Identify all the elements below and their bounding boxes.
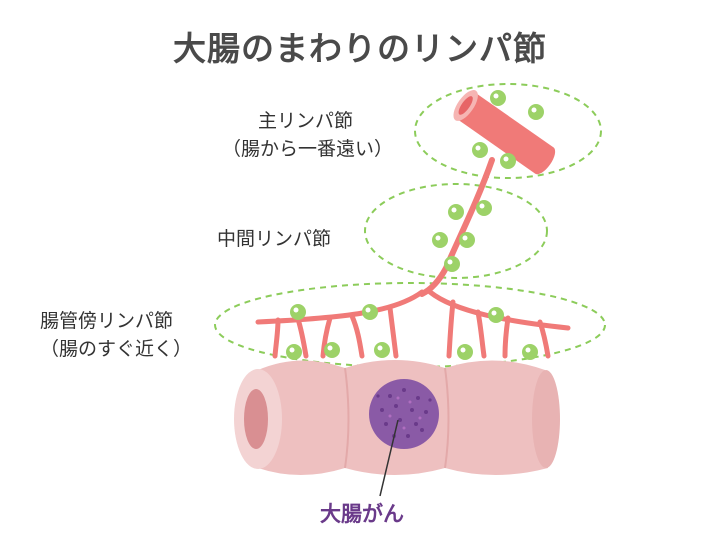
colon-right-end <box>532 370 560 468</box>
lymph-node <box>286 344 302 360</box>
cancer-pointer-line <box>379 419 399 497</box>
lymph-node <box>432 232 448 248</box>
page-title: 大腸のまわりのリンパ節 <box>173 29 547 68</box>
colon-lumen <box>244 389 268 449</box>
main-node-region <box>414 83 602 179</box>
lymph-node <box>444 256 460 272</box>
pericolic-node-label: 腸管傍リンパ節 <box>40 310 174 332</box>
lymph-node <box>459 232 475 248</box>
pericolic-lymph-nodes <box>286 304 538 360</box>
lymph-node <box>500 153 516 169</box>
lymph-node <box>374 342 390 358</box>
pericolic-node-region <box>214 282 606 368</box>
main-node-label: 主リンパ節 <box>258 110 354 132</box>
trunk-vessel <box>419 157 495 297</box>
lymph-node <box>324 342 340 358</box>
arcade-vessels <box>255 289 571 359</box>
colon-fold <box>444 367 450 469</box>
lymph-node <box>522 344 538 360</box>
lymph-node <box>472 142 488 158</box>
intermediate-lymph-nodes <box>432 200 492 272</box>
lymph-node <box>488 307 504 323</box>
main-node-note: （腸から一番遠い） <box>222 138 394 160</box>
lymph-node <box>448 204 464 220</box>
pericolic-node-note: （腸のすぐ近く） <box>40 338 193 360</box>
intermediate-node-region <box>364 183 548 279</box>
lymph-node <box>290 304 306 320</box>
lymph-node <box>362 304 378 320</box>
lymph-node <box>476 200 492 216</box>
lymph-node <box>490 90 506 106</box>
lymph-node <box>528 104 544 120</box>
colon-fold <box>344 367 350 469</box>
cancer-tumor <box>369 379 439 449</box>
intermediate-node-label: 中間リンパ節 <box>217 228 332 250</box>
lymph-node <box>457 344 473 360</box>
cancer-label: 大腸がん <box>320 502 404 526</box>
main-lymph-nodes <box>472 90 544 169</box>
main-vessel-cylinder <box>453 90 556 175</box>
